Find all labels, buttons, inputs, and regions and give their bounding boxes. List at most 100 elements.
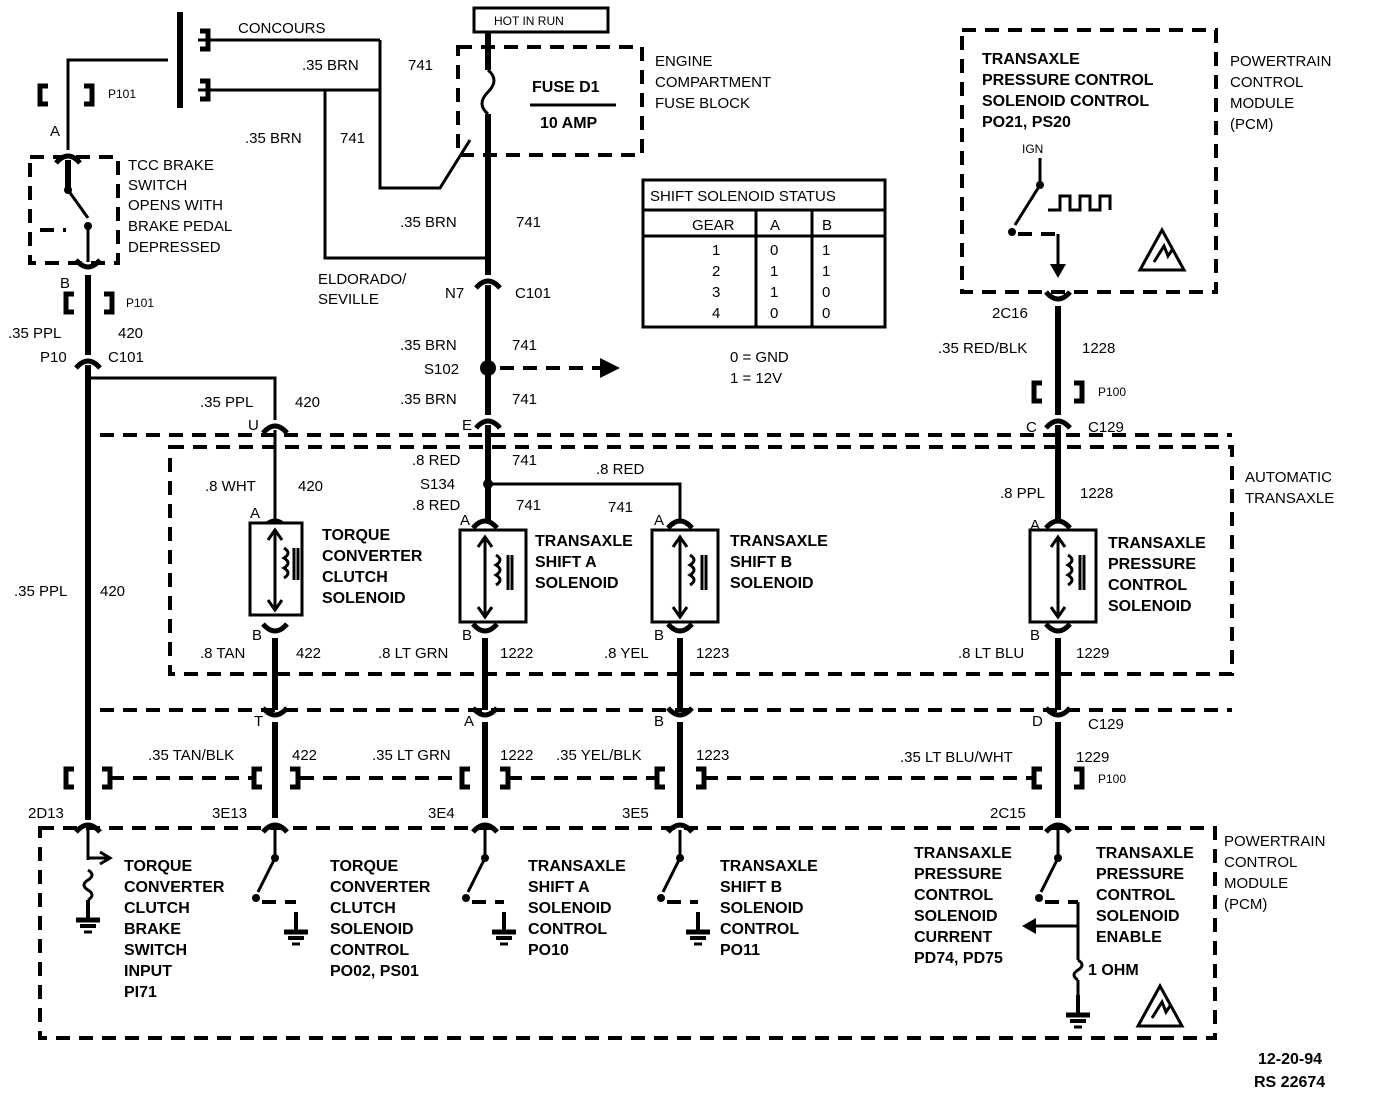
pcm-switch-shift-a <box>462 830 516 944</box>
pcm-switch-shift-b <box>657 830 710 944</box>
pcm-top-box <box>960 28 1218 294</box>
pcm-output-label: PO11 <box>720 942 760 959</box>
wire-gauge: .35 BRN <box>400 337 457 354</box>
pcm-input-label: CLUTCH <box>124 900 190 917</box>
table-title: SHIFT SOLENOID STATUS <box>650 188 836 205</box>
connector-3e5: 3E5 <box>622 805 649 822</box>
solenoid-label: CONVERTER <box>322 548 423 565</box>
pin-u: U <box>248 417 259 434</box>
solenoid-label: SOLENOID <box>535 575 619 592</box>
pcm-bottom-box <box>38 826 1217 1040</box>
pin-d: D <box>1032 713 1043 730</box>
wire-circuit: 1223 <box>696 747 729 764</box>
tcc-switch-label: TCC BRAKE <box>128 157 214 174</box>
wire-circuit: 1228 <box>1082 340 1115 357</box>
solenoid-label: SOLENOID <box>1108 598 1192 615</box>
pcm-output-label: SHIFT A <box>528 879 590 896</box>
automatic-transaxle-box <box>168 445 1234 676</box>
wire-circuit: 1222 <box>500 645 533 662</box>
pcm-label: CONTROL <box>1230 74 1303 91</box>
table-cell: 3 <box>712 284 720 301</box>
pcm-current-label: CONTROL <box>914 887 993 904</box>
pcm-top-desc: PO21, PS20 <box>982 114 1071 131</box>
pcm-output-label: TORQUE <box>330 858 398 875</box>
wire-gauge: .8 RED <box>412 497 461 514</box>
pcm-output-label: TRANSAXLE <box>720 858 818 875</box>
fuse-block-box <box>456 45 644 157</box>
splice-s134: S134 <box>420 476 455 493</box>
wire-circuit: 1228 <box>1080 485 1113 502</box>
pcm-input-label: BRAKE <box>124 921 181 938</box>
solenoid-label: SOLENOID <box>322 590 406 607</box>
pcm-output-label: CONTROL <box>720 921 799 938</box>
wire-gauge: .8 TAN <box>200 645 245 662</box>
pcm-label: MODULE <box>1230 95 1294 112</box>
wire-circuit: 420 <box>295 394 320 411</box>
fuse-block-label: FUSE BLOCK <box>655 95 750 112</box>
wire-circuit: 741 <box>516 497 541 514</box>
solenoid-label: TRANSAXLE <box>1108 535 1206 552</box>
pcm-output-label: SOLENOID <box>720 900 804 917</box>
wire-gauge: .35 PPL <box>14 583 67 600</box>
wire-gauge: .35 LT BLU/WHT <box>900 749 1013 766</box>
solenoid-label: CLUTCH <box>322 569 388 586</box>
connector-p101: P101 <box>108 87 136 101</box>
pcm-output-label: CONTROL <box>528 921 607 938</box>
connector-c129: C129 <box>1088 716 1124 733</box>
pin-a: A <box>464 713 474 730</box>
connector-c101: C101 <box>108 349 144 366</box>
wire-gauge: .8 LT GRN <box>378 645 448 662</box>
solenoid-label: CONTROL <box>1108 577 1187 594</box>
solenoid-label: SHIFT A <box>535 554 597 571</box>
pcm-output-label: TRANSAXLE <box>528 858 626 875</box>
footer-date: 12-20-94 <box>1258 1051 1322 1068</box>
pin-a: A <box>50 123 60 140</box>
table-cell: 0 <box>770 242 778 259</box>
wire-circuit: 420 <box>118 325 143 342</box>
wire-circuit: 1223 <box>696 645 729 662</box>
pcm-output-label: PO02, PS01 <box>330 963 419 980</box>
pin-b: B <box>1030 627 1040 644</box>
footer-code: RS 22674 <box>1254 1074 1325 1091</box>
wire-gauge: .35 PPL <box>200 394 253 411</box>
connector-p100: P100 <box>1098 385 1126 399</box>
pcm-current-label: SOLENOID <box>914 908 998 925</box>
pcm-output-label: SHIFT B <box>720 879 782 896</box>
tcc-brake-switch-box <box>28 155 120 265</box>
concours-label: CONCOURS <box>238 20 326 37</box>
wire-gauge: .35 RED/BLK <box>938 340 1027 357</box>
wire-circuit: 422 <box>292 747 317 764</box>
hot-in-run-box <box>472 6 610 34</box>
pcm-top-desc: PRESSURE CONTROL <box>982 72 1154 89</box>
pcm-input-label: SWITCH <box>124 942 187 959</box>
pcm-current-label: PRESSURE <box>914 866 1002 883</box>
table-cell: 1 <box>770 263 778 280</box>
wire-gauge: .35 PPL <box>8 325 61 342</box>
table-cell: 4 <box>712 305 720 322</box>
wire-circuit: 741 <box>608 499 633 516</box>
wire-gauge: .35 BRN <box>302 57 359 74</box>
pcm-top-desc: TRANSAXLE <box>982 51 1080 68</box>
fuse-block-label: COMPARTMENT <box>655 74 771 91</box>
pcm-label: (PCM) <box>1230 116 1273 133</box>
pcm-enable-label: CONTROL <box>1096 887 1175 904</box>
tcc-switch-label: BRAKE PEDAL <box>128 218 232 235</box>
table-cell: 1 <box>712 242 720 259</box>
pin-a: A <box>460 512 470 529</box>
wire-gauge: .8 YEL <box>604 645 649 662</box>
tcc-switch-label: OPENS WITH <box>128 197 223 214</box>
pin-c: C <box>1026 419 1037 436</box>
connector-2c16: 2C16 <box>992 305 1028 322</box>
connector-3e13: 3E13 <box>212 805 247 822</box>
connector-p101: P101 <box>126 296 154 310</box>
pin-a: A <box>654 512 664 529</box>
pcm-label: MODULE <box>1224 875 1288 892</box>
pcm-output-label: SOLENOID <box>330 921 414 938</box>
wire-gauge: .8 PPL <box>1000 485 1045 502</box>
wire-circuit: 741 <box>516 214 541 231</box>
pin-t: T <box>254 713 263 730</box>
pcm-input-label: PI71 <box>124 984 157 1001</box>
splice-s102: S102 <box>424 361 459 378</box>
pcm-top-desc: SOLENOID CONTROL <box>982 93 1149 110</box>
pcm-current-label: PD74, PD75 <box>914 950 1003 967</box>
